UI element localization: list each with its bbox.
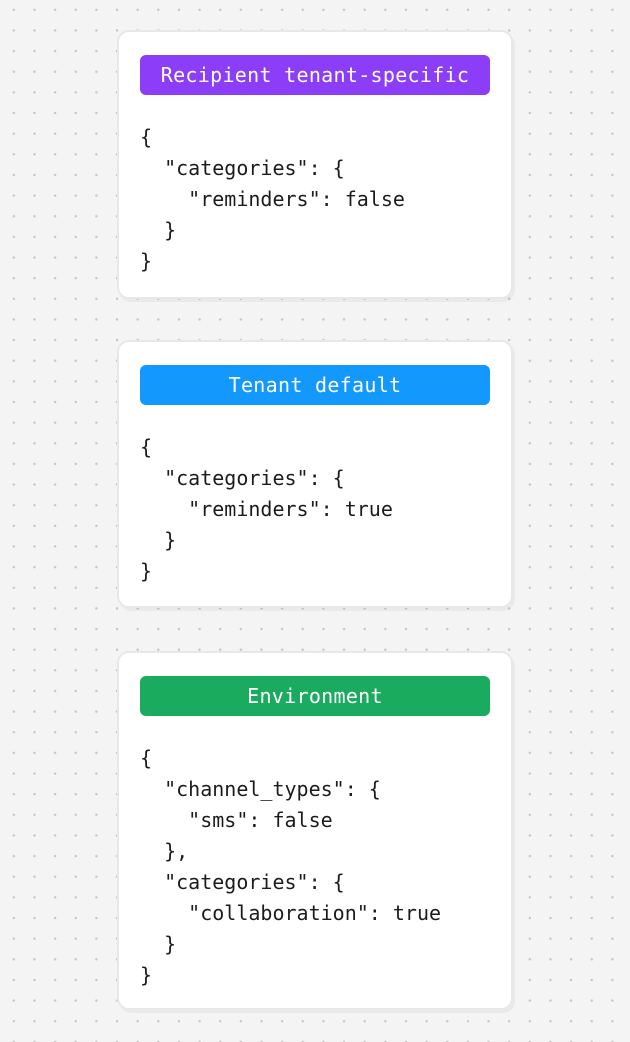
environment-json: { "channel_types": { "sms": false }, "ca…: [140, 746, 442, 987]
card-environment: Environment { "channel_types": { "sms": …: [117, 651, 513, 1010]
environment-badge: Environment: [140, 676, 490, 716]
tenant-default-json: { "categories": { "reminders": true } }: [140, 435, 393, 583]
recipient-tenant-specific-badge: Recipient tenant-specific: [140, 55, 490, 95]
card-tenant-default: Tenant default { "categories": { "remind…: [117, 340, 513, 608]
tenant-default-badge: Tenant default: [140, 365, 490, 405]
card-recipient-tenant-specific: Recipient tenant-specific { "categories"…: [117, 30, 513, 299]
recipient-tenant-specific-json: { "categories": { "reminders": false } }: [140, 125, 405, 273]
